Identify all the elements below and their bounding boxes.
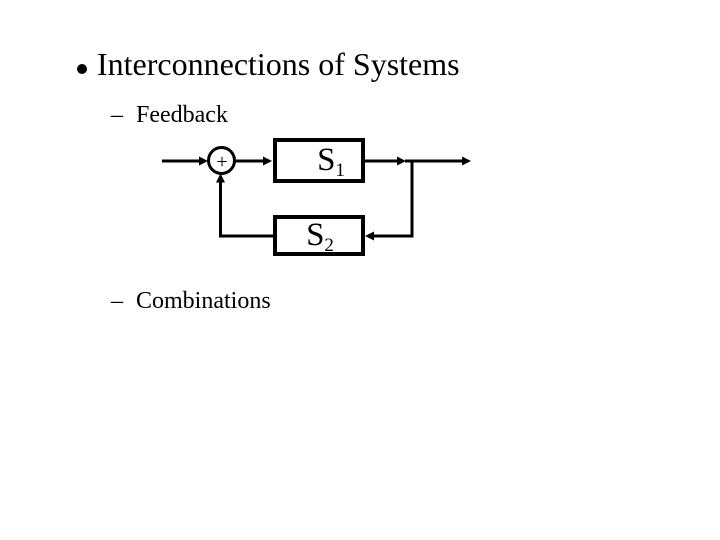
block-s2 [273, 215, 365, 256]
sum-bottom-arrowhead-icon [216, 173, 225, 183]
output-arrowhead-icon [462, 156, 471, 166]
slide-title: Interconnections of Systems [97, 46, 460, 82]
summing-junction [207, 146, 236, 175]
dash-icon: – [111, 102, 123, 128]
sub-bullet-feedback-label: Feedback [136, 102, 228, 128]
sub-bullet-combinations: –Combinations [111, 289, 271, 313]
block-s1 [273, 138, 365, 183]
s1-input-arrowhead-icon [263, 156, 272, 166]
mid-arrowhead-icon [397, 156, 406, 166]
block-s2-label: S2 [306, 217, 334, 256]
sub-bullet-combinations-label: Combinations [136, 288, 271, 314]
block-s1-label: S1 [317, 142, 345, 181]
s2-input-arrowhead-icon [365, 231, 374, 241]
input-arrowhead-icon [199, 156, 208, 166]
bullet-icon [77, 64, 87, 74]
feedback-block-diagram: + S1 S2 [162, 138, 471, 256]
dash-icon: – [111, 288, 123, 314]
sub-bullet-feedback: –Feedback [111, 103, 228, 127]
plus-sign: + [216, 151, 227, 173]
